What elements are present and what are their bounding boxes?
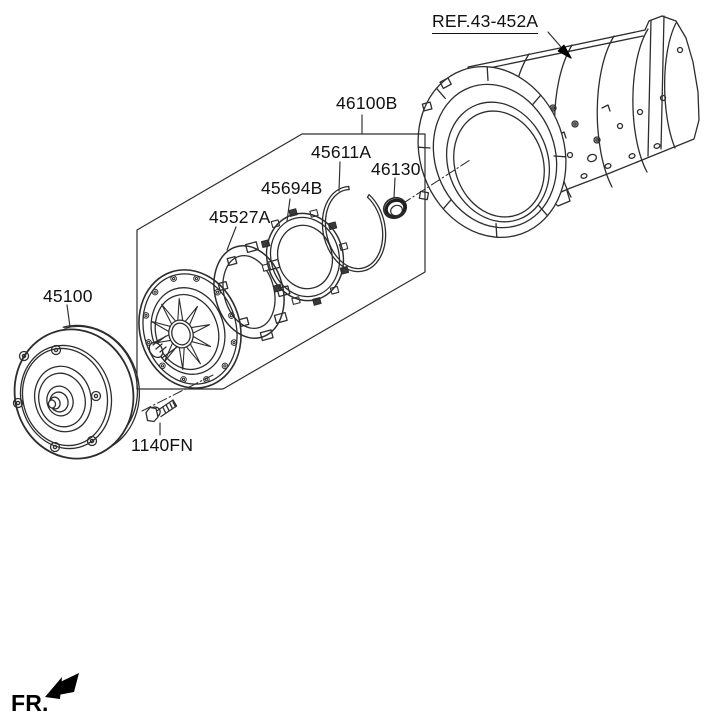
ref-leader-arrowhead-icon <box>557 44 572 59</box>
part-callout-45100[interactable]: 45100 <box>43 286 93 306</box>
oil-seal-drawing <box>382 196 408 220</box>
assembly-axis-line <box>141 159 471 412</box>
torque-converter-drawing <box>12 324 141 460</box>
fr-direction-label: FR. <box>11 690 49 716</box>
fr-arrow-icon <box>45 673 79 699</box>
oil-pump-drawing <box>138 269 242 389</box>
reference-link[interactable]: REF.43-452A <box>432 11 539 34</box>
transmission-case-drawing <box>417 15 700 239</box>
part-callout-46130[interactable]: 46130 <box>371 159 421 179</box>
part-callout-45527a[interactable]: 45527A <box>209 207 271 227</box>
part-callout-46100b[interactable]: 46100B <box>336 93 398 113</box>
callout-leader-lines <box>66 31 562 436</box>
bolt-drawing <box>145 399 178 423</box>
part-callout-45611a[interactable]: 45611A <box>311 142 372 162</box>
part-callout-45694b[interactable]: 45694B <box>261 178 323 198</box>
clutch-plate-set-drawing <box>260 208 350 306</box>
part-callout-1140fn[interactable]: 1140FN <box>131 435 194 455</box>
snap-ring-drawing <box>321 185 387 273</box>
